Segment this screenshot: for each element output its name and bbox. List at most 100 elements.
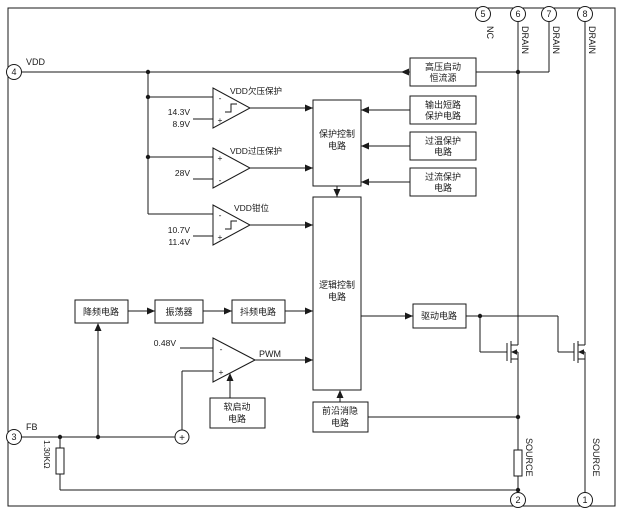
block-oscillator-label: 振荡器 <box>165 306 192 317</box>
pin-8-drain: 8 DRAIN <box>577 6 597 54</box>
comparator-uvlo-vth-high: 14.3V <box>168 107 191 117</box>
comparator-clamp-label: VDD钳位 <box>234 203 269 213</box>
comparator-clamp-plus: + <box>218 232 223 242</box>
block-freq-jitter-box <box>231 299 286 324</box>
pin-8-circle <box>577 6 593 22</box>
comparator-pwm-label: PWM <box>259 349 281 359</box>
block-protect-control-box <box>312 99 362 187</box>
comparator-clamp-vth-high: 10.7V <box>168 225 191 235</box>
mosfet-left <box>506 341 519 363</box>
pin-2-circle <box>510 492 526 508</box>
block-over-temp-protect: 过温保护 电路 <box>409 131 477 161</box>
mosfet-right-body-arrow-icon <box>578 349 584 355</box>
pin-1-source: 1 SOURCE <box>577 438 601 508</box>
block-driver: 驱动电路 <box>412 303 467 329</box>
block-leading-edge-blanking: 前沿消隐 电路 <box>312 401 369 433</box>
pin-5-nc: 5 NC <box>475 6 495 39</box>
block-blanking-label2: 电路 <box>331 417 349 428</box>
block-driver-box <box>412 303 467 329</box>
block-blanking-box <box>312 401 369 433</box>
block-oscillator-box <box>154 299 204 324</box>
pin-7-circle <box>541 6 557 22</box>
comparator-ovp-minus: - <box>219 175 222 185</box>
block-over-temp-label1: 过温保护 <box>425 135 461 146</box>
block-oscillator: 振荡器 <box>154 299 204 324</box>
block-protect-control: 保护控制 电路 <box>312 99 362 187</box>
mosfet-right <box>573 341 586 363</box>
pin-5-number: 5 <box>480 9 485 19</box>
pin-7-drain: 7 DRAIN <box>541 6 561 54</box>
comparator-ovp-vth: 28V <box>175 168 190 178</box>
comparator-uvlo-minus: - <box>219 93 222 103</box>
comparator-pwm-minus: - <box>220 344 223 354</box>
block-blanking-label1: 前沿消隐 <box>322 405 358 416</box>
block-hv-startup-box <box>409 57 477 87</box>
block-over-temp-box <box>409 131 477 161</box>
pin-7-number: 7 <box>546 9 551 19</box>
pin-2-number: 2 <box>515 495 520 505</box>
pin-6-circle <box>510 6 526 22</box>
hysteresis-icon <box>225 103 237 113</box>
block-logic-control-label1: 逻辑控制 <box>319 279 355 290</box>
pin-4-label: VDD <box>26 57 46 67</box>
block-soft-start-label1: 软启动 <box>223 401 250 412</box>
comparator-ovp: + - VDD过压保护 28V <box>175 146 282 189</box>
mosfet-left-body-arrow-icon <box>511 349 517 355</box>
block-soft-start-box <box>209 397 266 429</box>
wires <box>22 22 586 493</box>
block-output-short-label2: 保护电路 <box>425 110 461 121</box>
fb-resistor <box>55 447 65 475</box>
pin-4-circle <box>6 64 22 80</box>
pin-1-number: 1 <box>582 495 587 505</box>
comparator-uvlo-vth-low: 8.9V <box>173 119 191 129</box>
comparator-pwm: - + PWM 0.48V <box>154 337 281 383</box>
comparator-uvlo-label: VDD欠压保护 <box>230 86 282 96</box>
block-logic-control-label2: 电路 <box>328 291 346 302</box>
pin-5-label: NC <box>485 26 495 39</box>
block-protect-control-label1: 保护控制 <box>319 128 355 139</box>
pin-8-number: 8 <box>582 9 587 19</box>
summing-node-circle <box>174 429 190 445</box>
pin-3-circle <box>6 429 22 445</box>
hysteresis-icon <box>225 220 237 230</box>
pin-2-label: SOURCE <box>524 438 534 477</box>
block-over-current-protect: 过流保护 电路 <box>409 167 477 197</box>
block-over-current-box <box>409 167 477 197</box>
ic-outline <box>7 7 616 507</box>
block-driver-label: 驱动电路 <box>421 310 457 321</box>
junction-dots <box>57 69 521 493</box>
comparator-pwm-plus: + <box>219 367 224 377</box>
comparator-pwm-triangle <box>212 337 257 383</box>
pin-2-source: 2 SOURCE <box>510 438 534 508</box>
block-output-short-label1: 输出短路 <box>425 99 461 110</box>
pin-4-vdd: 4 VDD <box>6 57 46 80</box>
block-output-short-protect: 输出短路 保护电路 <box>409 95 477 125</box>
block-over-temp-label2: 电路 <box>434 146 452 157</box>
block-freq-reduce: 降频电路 <box>74 299 129 324</box>
pin-6-drain: 6 DRAIN <box>510 6 530 54</box>
block-freq-jitter-label: 抖频电路 <box>240 306 276 317</box>
sense-resistor <box>513 449 523 477</box>
pin-1-label: SOURCE <box>591 438 601 477</box>
block-hv-startup-label2: 恒流源 <box>429 72 456 83</box>
block-over-current-label1: 过流保护 <box>425 171 461 182</box>
block-freq-reduce-box <box>74 299 129 324</box>
block-protect-control-label2: 电路 <box>328 140 346 151</box>
summing-node: + <box>174 429 190 445</box>
pin-7-label: DRAIN <box>551 26 561 54</box>
comparator-clamp-minus: - <box>219 210 222 220</box>
summing-node-plus: + <box>179 433 185 444</box>
arrowheads <box>94 68 413 398</box>
block-logic-control-box <box>312 196 362 391</box>
comparator-ovp-triangle <box>212 147 252 189</box>
fb-resistor-label: 1.30KΩ <box>42 440 52 469</box>
pin-5-circle <box>475 6 491 22</box>
comparator-ovp-plus: + <box>218 153 223 163</box>
pin-1-circle <box>577 492 593 508</box>
comparator-clamp-vth-low: 11.4V <box>168 237 190 247</box>
resistors: 1.30KΩ <box>42 440 523 477</box>
block-freq-jitter: 抖频电路 <box>231 299 286 324</box>
block-over-current-label2: 电路 <box>434 182 452 193</box>
